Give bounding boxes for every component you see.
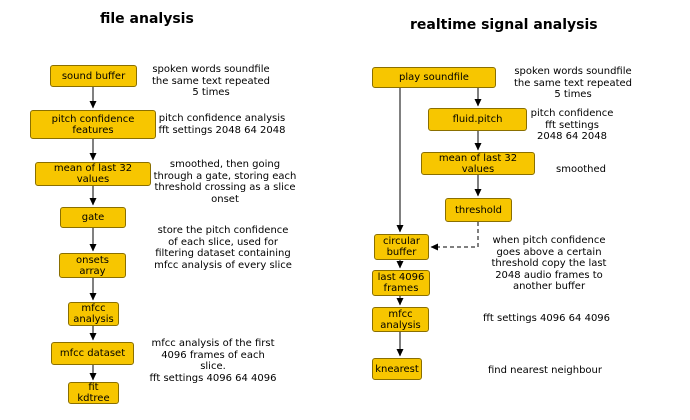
mfcc-dataset-node: mfcc dataset bbox=[51, 342, 134, 365]
realtime-mfcc-note: fft settings 4096 64 4096 bbox=[483, 313, 611, 324]
last-4096-frames-node: last 4096 frames bbox=[372, 270, 430, 296]
realtime-mfcc-analysis-node: mfcc analysis bbox=[372, 307, 429, 332]
realtime-play-soundfile-note: spoken words soundfile the same text rep… bbox=[513, 66, 632, 100]
gate-node: gate bbox=[60, 207, 126, 228]
file-mfcc-dataset-note: mfcc analysis of the first 4096 frames o… bbox=[149, 338, 277, 384]
file-sound-buffer-note: spoken words soundfile the same text rep… bbox=[151, 64, 270, 98]
edge-threshold-to-circular-buffer bbox=[430, 222, 479, 251]
realtime-fluid-pitch-note: pitch confidence fft settings 2048 64 20… bbox=[530, 108, 614, 142]
mean-of-last-32-values-node: mean of last 32 values bbox=[35, 162, 151, 186]
play-soundfile-node: play soundfile bbox=[372, 67, 496, 88]
circular-buffer-node: circular buffer bbox=[374, 234, 429, 260]
file-analysis-title: file analysis bbox=[100, 11, 194, 27]
realtime-signal-analysis-title: realtime signal analysis bbox=[410, 17, 598, 33]
sound-buffer-node: sound buffer bbox=[50, 65, 137, 87]
realtime-circular-buffer-note: when pitch confidence goes above a certa… bbox=[491, 235, 607, 292]
fluid-pitch-node: fluid.pitch bbox=[428, 108, 527, 131]
onsets-array-node: onsets array bbox=[59, 253, 126, 278]
pitch-confidence-features-node: pitch confidence features bbox=[30, 110, 156, 139]
file-onsets-note: store the pitch confidence of each slice… bbox=[154, 225, 292, 271]
file-pitch-confidence-note: pitch confidence analysis fft settings 2… bbox=[158, 113, 286, 136]
realtime-mean-note: smoothed bbox=[556, 164, 606, 175]
knearest-node: knearest bbox=[372, 358, 422, 380]
file-mean-note: smoothed, then going through a gate, sto… bbox=[153, 159, 297, 205]
realtime-knearest-note: find nearest neighbour bbox=[488, 365, 603, 376]
realtime-mean-of-last-32-values-node: mean of last 32 values bbox=[421, 152, 535, 175]
file-mfcc-analysis-node: mfcc analysis bbox=[68, 302, 119, 326]
threshold-node: threshold bbox=[445, 198, 512, 222]
fit-kdtree-node: fit kdtree bbox=[68, 382, 119, 404]
